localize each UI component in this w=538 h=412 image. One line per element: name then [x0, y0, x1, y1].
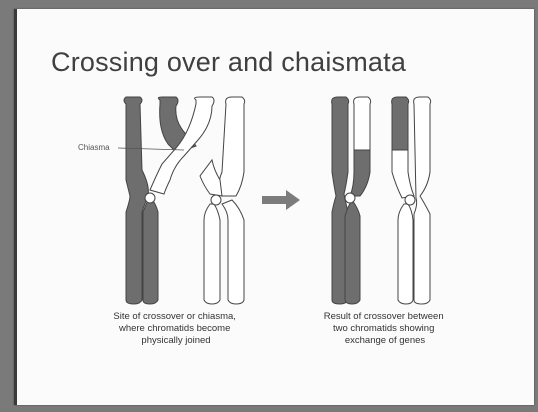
right-arrow-icon — [262, 190, 300, 210]
centromere-left-light — [211, 195, 221, 205]
right-light-chromatid-left-mid — [392, 150, 414, 198]
right-caption-line-1: Result of crossover between — [324, 311, 444, 322]
centromere-right-dark — [345, 193, 355, 203]
left-caption-line-1: Site of crossover or chiasma, — [113, 311, 236, 322]
dark-chromatid-inner-lower — [143, 196, 158, 304]
right-light-chromatid-right — [414, 97, 431, 304]
centromere-left-dark — [145, 193, 155, 203]
light-chromatid-lower-left — [204, 204, 220, 304]
right-dark-chromatid-right-mid — [350, 150, 370, 196]
light-chromatid-outer-right-upper — [219, 97, 245, 196]
chiasma-label: Chiasma — [78, 143, 110, 152]
right-caption-line-3: exchange of genes — [345, 335, 426, 346]
left-caption-line-2: where chromatids become — [118, 323, 230, 334]
light-chromatid-mid — [200, 160, 222, 196]
right-caption-line-2: two chromatids showing — [333, 323, 434, 334]
centromere-right-light — [405, 195, 415, 205]
light-chromatid-lower-right — [222, 200, 244, 304]
right-light-chromatid-left-upper-dark — [392, 97, 409, 150]
left-caption-line-3: physically joined — [141, 335, 210, 346]
left-dark-chromosome — [124, 97, 196, 304]
right-light-chromatid-left-lower — [398, 204, 413, 304]
right-dark-chromatid-right-lower — [345, 200, 360, 304]
right-caption: Result of crossover between two chromati… — [324, 311, 447, 346]
left-caption: Site of crossover or chiasma, where chro… — [113, 311, 238, 346]
right-dark-chromatid-right-upper — [354, 97, 371, 150]
